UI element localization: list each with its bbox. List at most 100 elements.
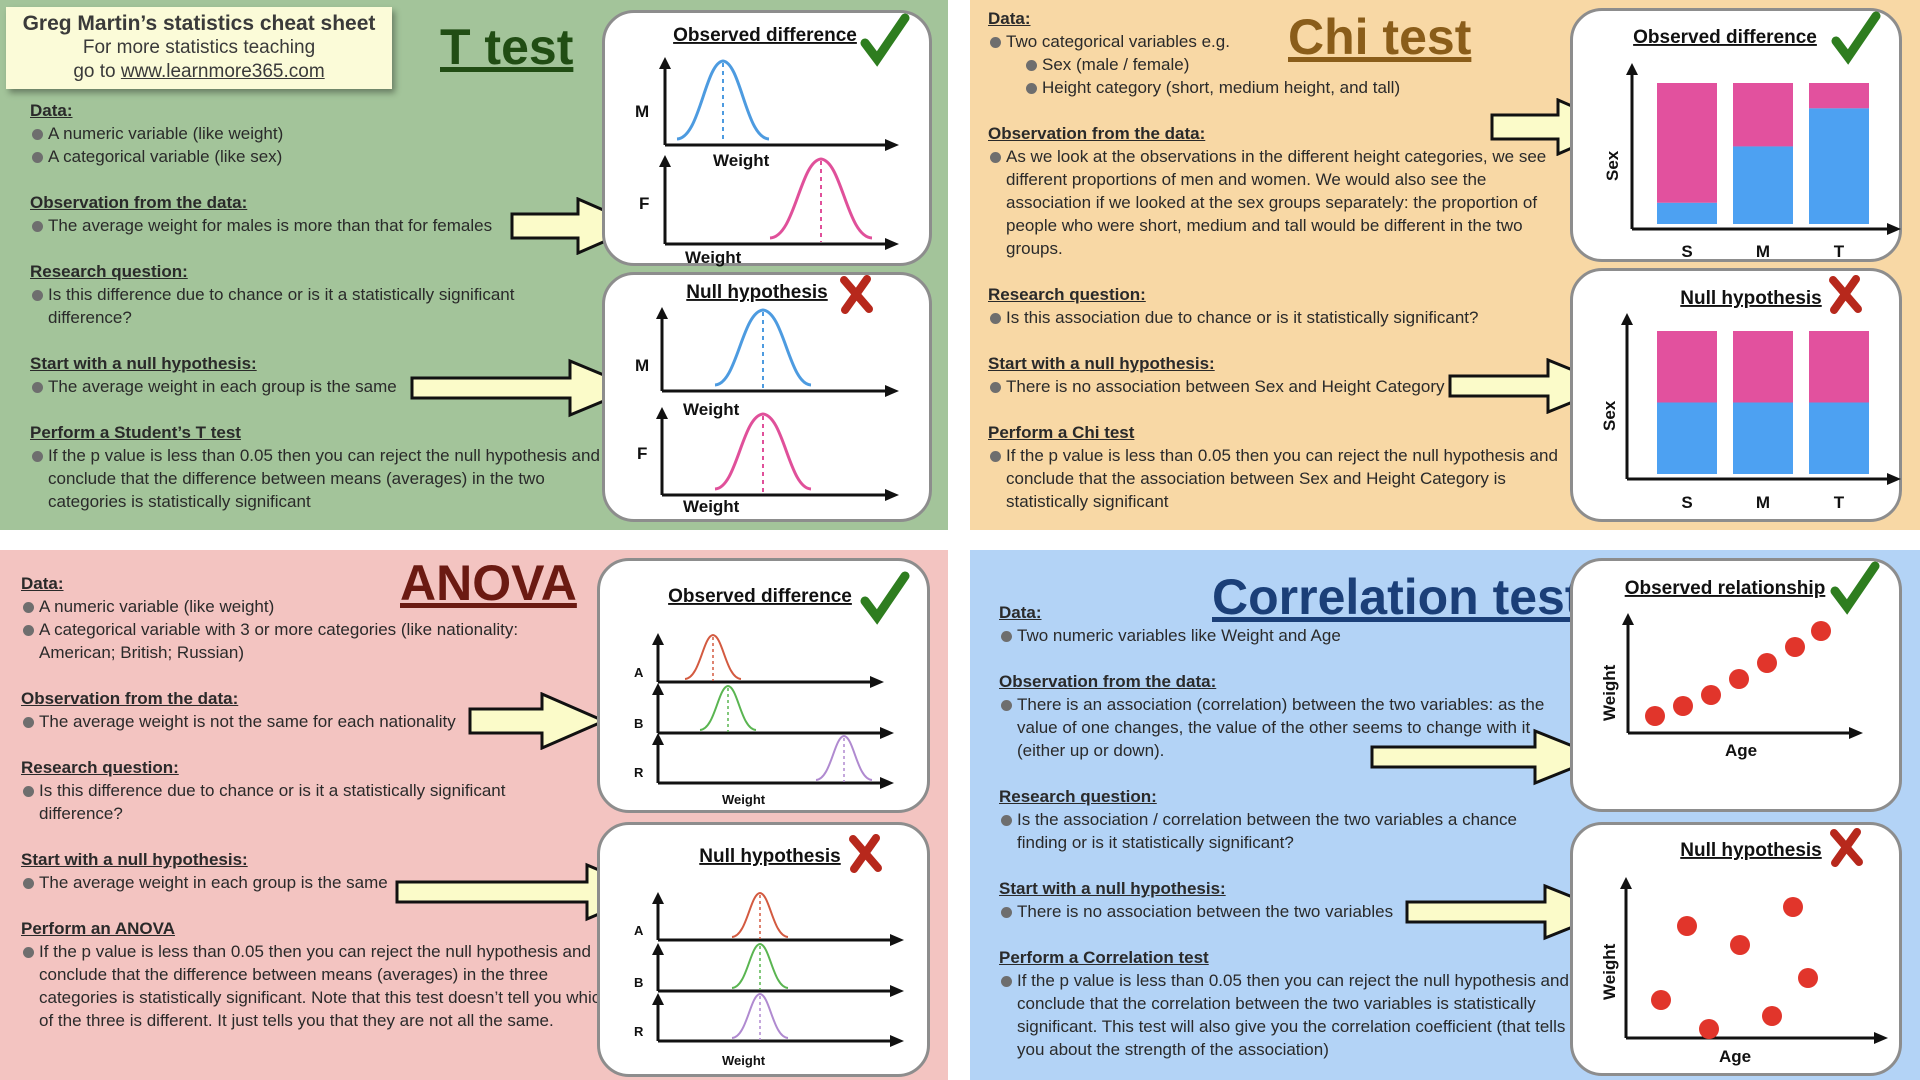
perform-test-heading: Perform an ANOVA	[21, 919, 175, 938]
null-hypothesis-graphic: Null hypothesis M Weight F Weight	[635, 275, 899, 516]
card-title: Observed relationship	[1625, 578, 1826, 599]
axis-arrowhead	[652, 733, 664, 745]
group-label-r: R	[634, 1024, 644, 1039]
header-line3: go to www.learnmore365.com	[6, 60, 392, 84]
scatter-point	[1699, 1019, 1719, 1039]
perform-test-item: If the p value is less than 0.05 then yo…	[999, 969, 1572, 1061]
observed-difference-graphic: Observed difference M Weight F Weight	[635, 13, 910, 267]
data-item: A numeric variable (like weight)	[30, 122, 610, 145]
axis-arrowhead	[880, 777, 894, 789]
header-line2: For more statistics teaching	[82, 37, 316, 58]
axis-arrowhead	[885, 139, 899, 151]
group-a-curve	[684, 633, 742, 680]
scatter-point	[1762, 1006, 1782, 1026]
axis-arrowhead	[890, 985, 904, 997]
null-hypothesis-card: Null hypothesis M Weight F Weight	[602, 272, 932, 522]
chi-test-panel: Chi test Data: Two categorical variables…	[970, 0, 1920, 530]
axis-label-weight: Weight	[722, 792, 766, 807]
anova-text: Data: A numeric variable (like weight) A…	[21, 572, 610, 1055]
scatter-point	[1785, 637, 1805, 657]
research-question-item: Is the association / correlation between…	[999, 808, 1552, 854]
group-label-b: B	[634, 975, 643, 990]
bar-segment-male	[1733, 402, 1793, 474]
axis-label-weight: Weight	[685, 248, 742, 267]
group-b-curve	[731, 942, 789, 989]
check-icon	[860, 13, 910, 67]
axis-arrowhead	[1887, 473, 1901, 485]
card-title: Null hypothesis	[1680, 840, 1821, 861]
bar-segment-female	[1809, 83, 1869, 109]
cross-icon	[1829, 275, 1862, 314]
y-axis-label: Weight	[1600, 664, 1619, 721]
observed-difference-card: Observed difference M Weight F Weight	[602, 10, 932, 267]
category-label: T	[1834, 242, 1845, 261]
axis-arrowhead	[1626, 63, 1638, 75]
axis-arrowhead	[652, 633, 664, 645]
perform-test-heading: Perform a Student’s T test	[30, 423, 241, 442]
group-label-b: B	[634, 716, 643, 731]
bar-segment-female	[1809, 331, 1869, 403]
scatter-point	[1651, 990, 1671, 1010]
scatter-point	[1730, 935, 1750, 955]
observation-heading: Observation from the data:	[30, 193, 248, 212]
bar-segment-male	[1809, 402, 1869, 474]
axis-arrowhead	[652, 683, 664, 695]
group-label-a: A	[634, 665, 644, 680]
cross-icon	[840, 275, 873, 314]
correlation-test-text: Data: Two numeric variables like Weight …	[999, 601, 1579, 1080]
y-axis-label: Sex	[1603, 150, 1622, 181]
card-title: Null hypothesis	[699, 846, 840, 867]
perform-test-item: If the p value is less than 0.05 then yo…	[30, 444, 610, 513]
axis-label-weight: Weight	[722, 1053, 766, 1068]
group-label-f: F	[639, 194, 649, 213]
t-test-panel: Greg Martin’s statistics cheat sheet For…	[0, 0, 948, 530]
t-test-text: Data: A numeric variable (like weight) A…	[30, 99, 610, 530]
data-heading: Data:	[30, 101, 73, 120]
axis-arrowhead	[656, 407, 668, 419]
check-icon	[860, 571, 910, 625]
axis-arrowhead	[659, 155, 671, 167]
male-distribution-curve	[714, 308, 812, 387]
null-hypothesis-heading: Start with a null hypothesis:	[999, 879, 1226, 898]
null-hypothesis-graphic: Null hypothesis Weight Age	[1600, 828, 1888, 1066]
null-hypothesis-item: There is no association between the two …	[999, 900, 1579, 923]
axis-arrowhead	[890, 934, 904, 946]
category-label: S	[1681, 493, 1692, 512]
anova-panel: ANOVA Data: A numeric variable (like wei…	[0, 550, 948, 1080]
y-axis-label: Weight	[1600, 943, 1619, 1000]
group-label-r: R	[634, 765, 644, 780]
data-item: Two numeric variables like Weight and Ag…	[999, 624, 1579, 647]
scatter-point	[1701, 685, 1721, 705]
scatter-point	[1677, 916, 1697, 936]
axis-arrowhead	[659, 57, 671, 69]
card-title: Null hypothesis	[1680, 288, 1821, 309]
group-label-a: A	[634, 923, 644, 938]
data-subitem: Height category (short, medium height, a…	[1024, 76, 1568, 99]
category-label: S	[1681, 242, 1692, 261]
header-note: Greg Martin’s statistics cheat sheet For…	[6, 7, 392, 89]
x-axis-label: Age	[1719, 1047, 1751, 1066]
data-item: A categorical variable with 3 or more ca…	[21, 618, 569, 664]
axis-arrowhead	[880, 727, 894, 739]
axis-arrowhead	[652, 993, 664, 1005]
data-item: A numeric variable (like weight)	[21, 595, 601, 618]
data-heading: Data:	[988, 9, 1031, 28]
research-question-heading: Research question:	[21, 758, 179, 777]
bar-segment-male	[1657, 402, 1717, 474]
header-link[interactable]: www.learnmore365.com	[120, 61, 325, 82]
research-question-item: Is this difference due to chance or is i…	[21, 779, 544, 825]
perform-test-item: If the p value is less than 0.05 then yo…	[988, 444, 1566, 513]
axis-arrowhead	[890, 1035, 904, 1047]
group-r-curve	[815, 734, 873, 781]
null-hypothesis-heading: Start with a null hypothesis:	[988, 354, 1215, 373]
axis-arrowhead	[1621, 313, 1633, 325]
bar-segment-female	[1733, 331, 1793, 403]
axis-label-weight: Weight	[713, 151, 770, 170]
research-question-item: Is this difference due to chance or is i…	[30, 283, 548, 329]
header-line3-prefix: go to	[73, 61, 121, 82]
observed-relationship-card: Observed relationship Weight Age	[1570, 558, 1902, 812]
card-title: Observed difference	[668, 586, 852, 607]
